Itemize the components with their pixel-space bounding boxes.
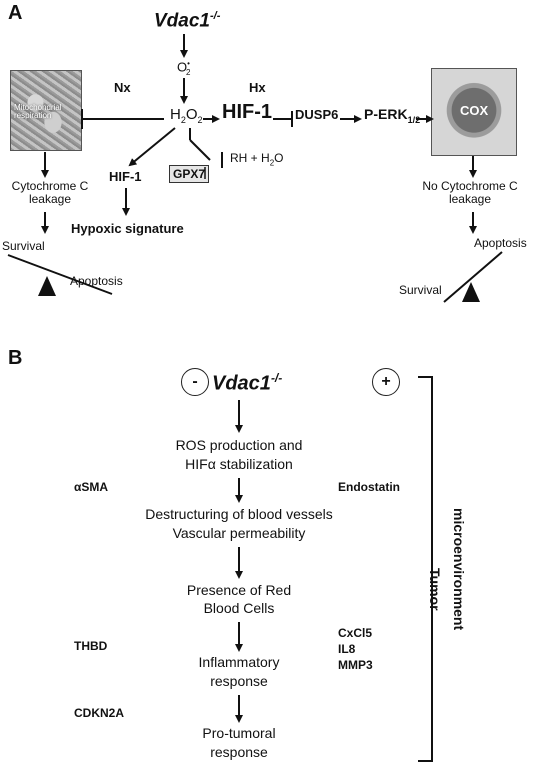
step-vessels-line2: Vascular permeability: [172, 525, 306, 541]
perk-main: P-ERK: [364, 106, 408, 122]
rh-h2o-text: RH + H: [230, 151, 270, 165]
step-protumoral-line1: Pro-tumoral: [202, 725, 276, 741]
panel-b-label: B: [8, 347, 23, 369]
marker-mmp3: MMP3: [338, 658, 373, 672]
marker-cdkn2a: CDKN2A: [74, 706, 125, 720]
step-protumoral-line2: response: [210, 744, 268, 760]
hypoxic-signature-label: Hypoxic signature: [71, 221, 184, 236]
marker-cxcl5: CxCl5: [338, 626, 373, 640]
rh-h2o-sub: 2: [269, 158, 275, 168]
gene-name-b: Vdac1: [212, 372, 271, 395]
nx-label: Nx: [114, 80, 131, 95]
hif1-main-label: HIF-1: [222, 101, 272, 123]
superoxide-label: O•2: [177, 59, 191, 78]
mito-respiration-text: Mitochondrial respiration: [14, 103, 62, 121]
step-ros-line2: HIFα stabilization: [185, 456, 293, 472]
gene-vdac1-a: Vdac1-/-: [154, 10, 220, 32]
marker-endostatin: Endostatin: [338, 480, 400, 494]
cox-image: COX: [431, 68, 517, 156]
gpx7-box: GPX7: [169, 165, 210, 183]
gene-name: Vdac1: [154, 10, 210, 32]
gene-vdac1-b: Vdac1-/-: [212, 371, 283, 395]
marker-thbd: THBD: [74, 639, 108, 653]
step-inflammatory-line2: response: [210, 673, 268, 689]
h2o2-sub-b: 2: [197, 115, 203, 125]
apoptosis-left-label: Apoptosis: [70, 274, 123, 288]
step-ros-line1: ROS production and: [175, 437, 303, 453]
step-vessels-line1: Destructuring of blood vessels: [145, 506, 333, 522]
survival-left-label: Survival: [2, 239, 45, 253]
survival-right-label: Survival: [399, 283, 442, 297]
step-inflammatory-line1: Inflammatory: [198, 654, 280, 670]
h2o2-label: H2O2: [170, 106, 203, 126]
perk-label: P-ERK1/2: [364, 106, 421, 126]
fulcrum-right: [462, 282, 480, 302]
tumor-bracket: [418, 376, 433, 762]
rh-h2o-label: RH + H2O: [230, 151, 284, 168]
balance-beam-left: [7, 254, 113, 295]
panel-a-label: A: [8, 2, 23, 24]
gpx7-label: GPX7: [173, 167, 206, 181]
cox-label: COX: [460, 103, 489, 118]
dusp6-label: DUSP6: [295, 107, 339, 122]
marker-asma: αSMA: [74, 480, 109, 494]
plus-sign: +: [372, 368, 400, 396]
perk-subscript: 1/2: [407, 114, 421, 125]
minus-sign: -: [181, 368, 209, 396]
o2-subscript: 2: [185, 67, 191, 77]
hif1-left-label: HIF-1: [109, 169, 142, 184]
gene-superscript-b: -/-: [270, 371, 283, 385]
mitochondria-image: Mitochondrial respiration: [10, 70, 82, 151]
inhibit-rh: [189, 139, 211, 161]
apoptosis-right-label: Apoptosis: [474, 236, 527, 250]
cytc-leakage-label: Cytochrome C leakage: [11, 179, 89, 207]
arrow-h2o2-hif1-left: [128, 127, 176, 167]
no-cytc-leakage-label: No Cytochrome C leakage: [422, 179, 518, 207]
h2o2-sub-a: 2: [180, 115, 186, 125]
h2o2-h: H: [170, 106, 181, 123]
rh-h2o-end: O: [274, 151, 284, 165]
o2-radical: •: [187, 59, 190, 68]
fulcrum-left: [38, 276, 56, 296]
balance-beam-right: [443, 251, 503, 303]
marker-il8: IL8: [338, 642, 356, 656]
o2-text: O: [177, 59, 188, 75]
gene-superscript: -/-: [209, 10, 221, 22]
h2o2-o: O: [185, 106, 198, 123]
step-rbc-line2: Blood Cells: [203, 600, 275, 616]
step-rbc-line1: Presence of Red: [186, 582, 292, 598]
hx-label: Hx: [249, 80, 266, 95]
